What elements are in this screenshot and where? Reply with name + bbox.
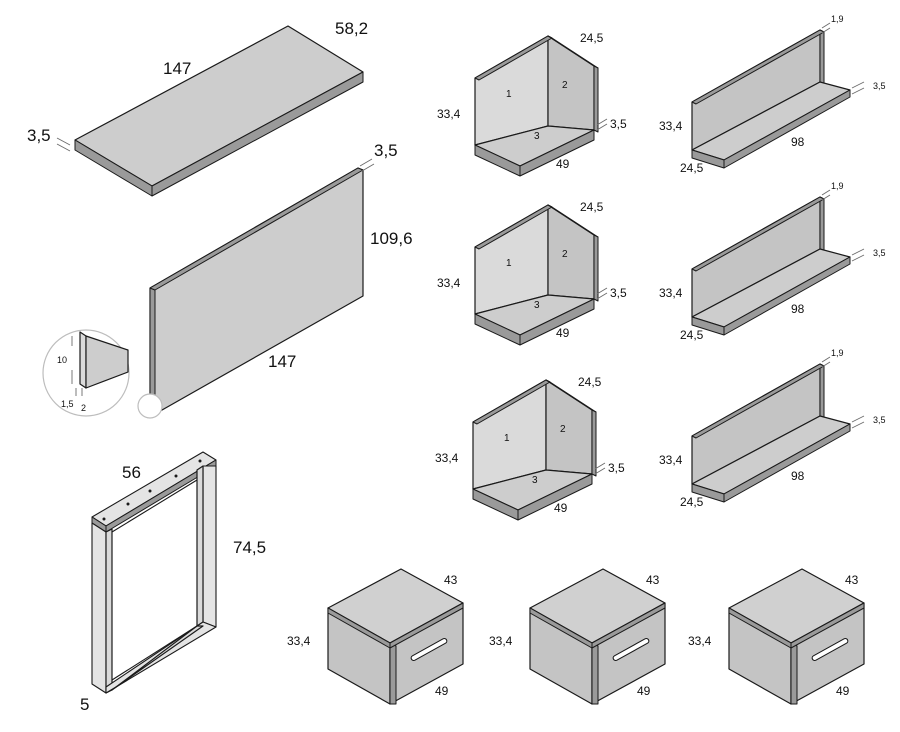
back-panel-part: 3,5 109,6 147 <box>137 141 413 419</box>
drawer-1-width: 49 <box>435 684 449 698</box>
corner-unit-2-panel-3: 3 <box>534 300 540 311</box>
detail-height-label: 10 <box>57 355 67 365</box>
corner-unit-3-width: 49 <box>554 501 568 515</box>
drawer-3-height: 33,4 <box>688 634 712 648</box>
corner-unit-1-depth: 24,5 <box>580 31 604 45</box>
frame-thickness-label: 5 <box>80 695 89 714</box>
l-shelf-3: 1,9 3,5 33,4 98 24,5 <box>659 348 886 509</box>
corner-unit-1-panel-3: 3 <box>534 131 540 142</box>
corner-unit-3-panel-2: 2 <box>560 424 566 435</box>
corner-unit-3: 1 2 3 24,5 33,4 3,5 49 <box>435 375 625 521</box>
shelf-2-thickness: 1,9 <box>831 181 844 191</box>
shelf-3-height: 33,4 <box>659 453 683 467</box>
shelf-1-length: 98 <box>791 135 805 149</box>
corner-unit-3-panel-3: 3 <box>532 475 538 486</box>
drawer-1-depth: 43 <box>444 573 458 587</box>
shelf-3-thickness: 1,9 <box>831 348 844 358</box>
shelf-2-depth: 24,5 <box>680 328 704 342</box>
back-panel-length-label: 147 <box>268 352 296 371</box>
frame-screw-holes <box>102 459 202 521</box>
corner-unit-1-panel-1: 1 <box>506 89 512 100</box>
corner-unit-2-height: 33,4 <box>437 276 461 290</box>
corner-unit-3-thickness: 3,5 <box>608 461 625 475</box>
corner-unit-2-depth: 24,5 <box>580 200 604 214</box>
corner-unit-3-panel-1: 1 <box>504 433 510 444</box>
detail-offset-b-label: 2 <box>81 403 86 413</box>
drawer-1-height: 33,4 <box>287 634 311 648</box>
drawer-3-depth: 43 <box>845 573 859 587</box>
frame-height-label: 74,5 <box>233 538 266 557</box>
corner-unit-2: 1 2 3 24,5 33,4 3,5 49 <box>437 200 627 346</box>
corner-unit-1: 1 2 3 24,5 33,4 3,5 49 <box>437 31 627 177</box>
drawer-3-width: 49 <box>836 684 850 698</box>
shelf-2-depth-right: 3,5 <box>873 248 886 258</box>
drawer-2-depth: 43 <box>646 573 660 587</box>
shelf-1-depth: 24,5 <box>680 161 704 175</box>
l-shelf-2: 1,9 3,5 33,4 98 24,5 <box>659 181 886 342</box>
shelf-3-depth: 24,5 <box>680 495 704 509</box>
back-panel-thickness-label: 3,5 <box>374 141 398 160</box>
tabletop-length-label: 147 <box>163 59 191 78</box>
back-panel-height-label: 109,6 <box>370 229 413 248</box>
corner-unit-1-width: 49 <box>556 157 570 171</box>
frame-width-label: 56 <box>122 463 141 482</box>
shelf-3-depth-right: 3,5 <box>873 415 886 425</box>
drawer-3: 43 33,4 49 <box>688 568 865 705</box>
edge-detail-callout: 10 1,5 2 <box>42 329 130 417</box>
corner-unit-1-height: 33,4 <box>437 107 461 121</box>
shelf-1-thickness: 1,9 <box>831 14 844 24</box>
drawer-2: 43 33,4 49 <box>489 568 666 705</box>
corner-unit-2-thickness: 3,5 <box>610 286 627 300</box>
tabletop-depth-label: 58,2 <box>335 19 368 38</box>
shelf-2-height: 33,4 <box>659 286 683 300</box>
corner-unit-1-thickness: 3,5 <box>610 117 627 131</box>
corner-unit-3-height: 33,4 <box>435 451 459 465</box>
drawer-1: 43 33,4 49 <box>287 568 464 705</box>
detail-offset-a-label: 1,5 <box>61 399 74 409</box>
corner-unit-1-panel-2: 2 <box>562 80 568 91</box>
shelf-2-length: 98 <box>791 302 805 316</box>
l-shelf-1: 1,9 3,5 33,4 98 24,5 <box>659 14 886 175</box>
corner-unit-3-depth: 24,5 <box>578 375 602 389</box>
drawer-2-width: 49 <box>637 684 651 698</box>
tabletop-thickness-label: 3,5 <box>27 126 51 145</box>
leg-frame-part: 56 74,5 5 <box>80 451 266 714</box>
corner-unit-2-panel-1: 1 <box>506 258 512 269</box>
drawer-2-height: 33,4 <box>489 634 513 648</box>
corner-unit-2-width: 49 <box>556 326 570 340</box>
shelf-3-length: 98 <box>791 469 805 483</box>
shelf-1-height: 33,4 <box>659 119 683 133</box>
corner-unit-2-panel-2: 2 <box>562 249 568 260</box>
shelf-1-depth-right: 3,5 <box>873 81 886 91</box>
detail-marker-circle <box>137 393 163 419</box>
tabletop-part: 147 58,2 3,5 <box>27 19 368 197</box>
